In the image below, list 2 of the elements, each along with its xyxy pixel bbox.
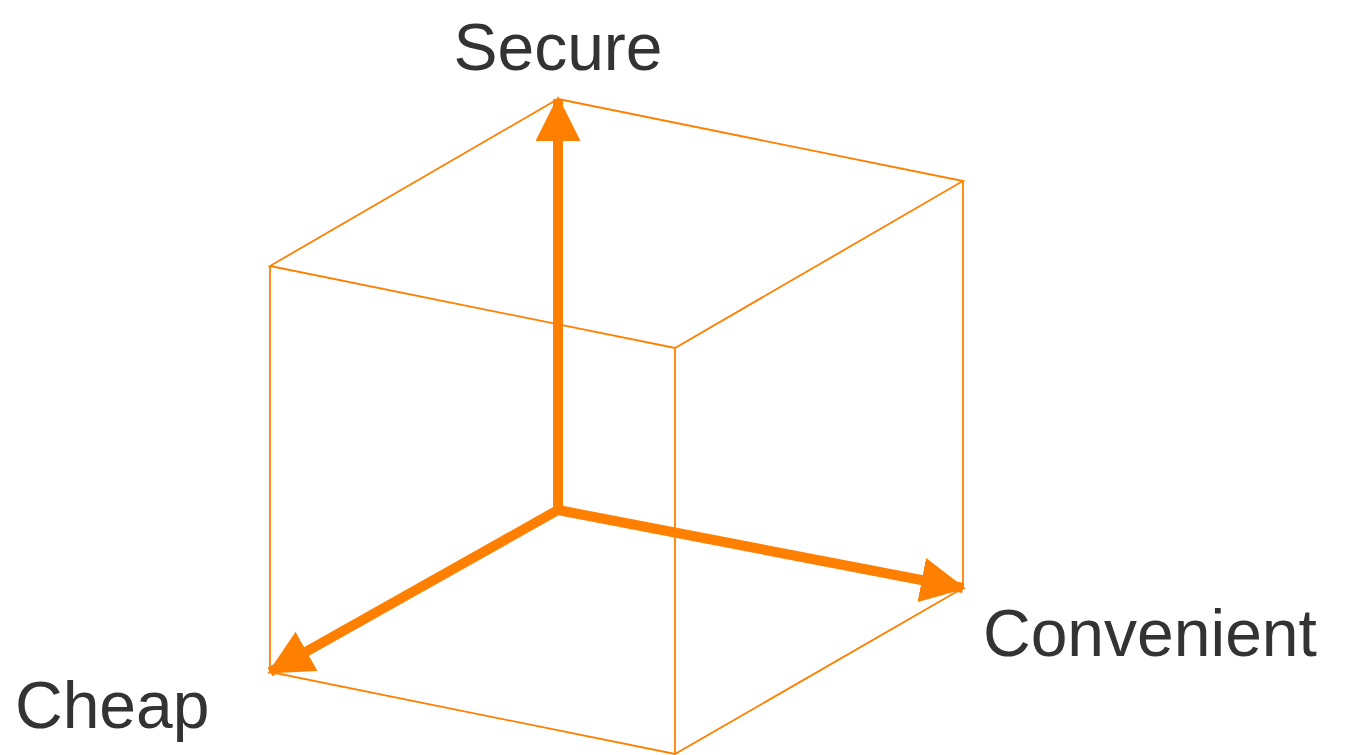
axis-label: Secure: [453, 14, 663, 80]
axis-label: Convenient: [983, 600, 1317, 666]
